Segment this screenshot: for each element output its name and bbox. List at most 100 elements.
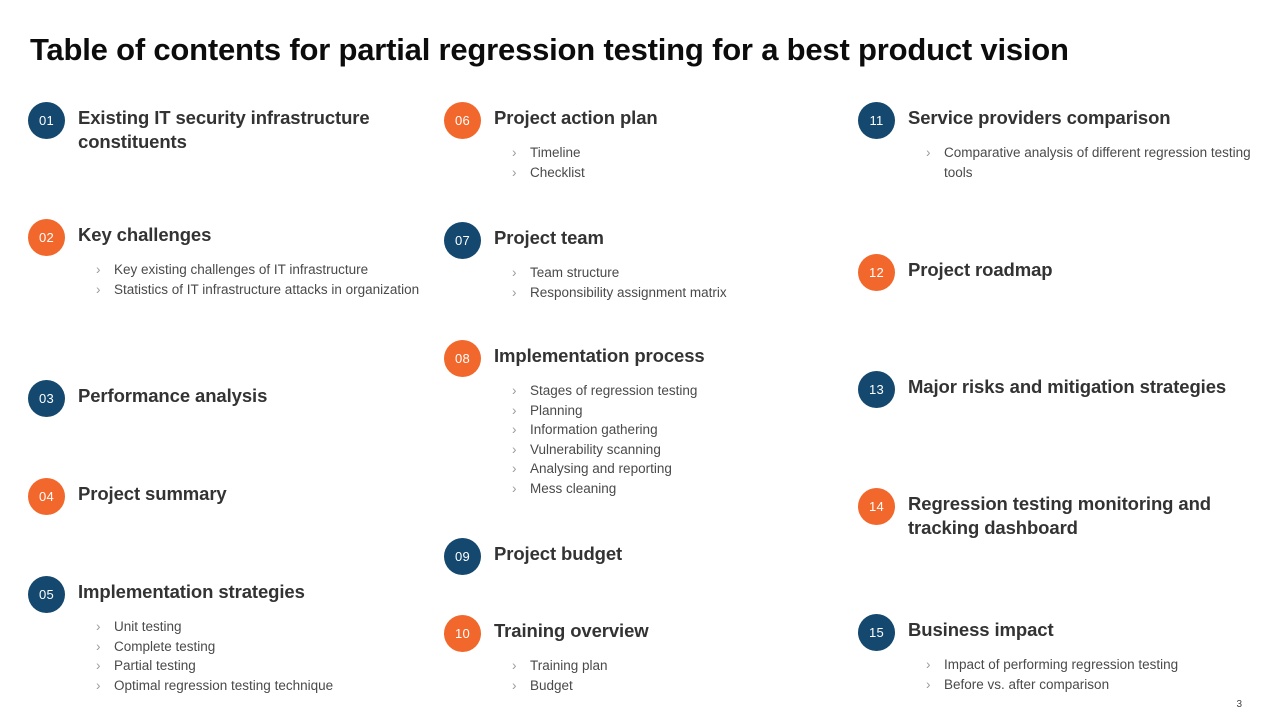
toc-sub-item-label: Team structure [530,265,620,280]
toc-number-badge: 02 [28,219,65,256]
toc-sub-item[interactable]: › Team structure [512,263,844,283]
toc-sub-item-label: Budget [530,677,573,693]
toc-sub-item[interactable]: ›Comparative analysis of different regre… [926,143,1258,182]
toc-sub-item-label: Analysing and reporting [530,461,672,477]
toc-sub-item[interactable]: ›Complete testing [96,637,428,657]
chevron-right-icon: › [96,658,101,674]
toc-sub-item[interactable]: ›Checklist [512,163,844,183]
toc-item-14[interactable]: 14 Regression testing monitoring and trac… [858,488,1258,539]
toc-sub-item-label: Unit testing [114,619,182,634]
chevron-right-icon: › [512,284,517,300]
toc-sub-item-label: Checklist [530,164,585,180]
toc-item-header: 03 Performance analysis [28,380,428,418]
toc-item-title: Project team [494,227,604,248]
toc-sub-item-label: Before vs. after comparison [944,676,1110,692]
toc-sub-item[interactable]: ›Mess cleaning [512,479,844,499]
toc-item-header: 08 Implementation process [444,340,844,378]
toc-item-title: Performance analysis [78,385,268,406]
toc-item-title: Implementation process [494,345,705,366]
toc-number-badge: 12 [858,254,895,291]
toc-sub-item-label: Statistics of IT infrastructure attacks … [114,281,420,297]
toc-item-title: Service providers comparison [908,107,1171,128]
toc-sub-item-label: Training plan [530,658,608,673]
toc-sub-item[interactable]: › Before vs. after comparison [926,675,1258,695]
toc-item-02[interactable]: 02 Key challenges › Key existing challenges… [28,219,428,299]
toc-sub-item[interactable]: ›Impact of performing regression testing [926,655,1258,675]
toc-item-11[interactable]: 11 Service providers comparison ›Comparati… [858,102,1258,182]
toc-sub-item-label: Stages of regression testing [530,383,698,398]
toc-sub-list: ›Training plan›Budget [512,656,844,695]
toc-sub-item[interactable]: › Vulnerability scanning [512,440,844,460]
toc-sub-item[interactable]: ›Training plan [512,656,844,676]
chevron-right-icon: › [512,265,517,280]
toc-item-title: Key challenges [78,224,212,245]
toc-sub-item-label: Optimal regression testing technique [114,677,334,693]
page-number: 3 [1236,699,1242,710]
toc-sub-item[interactable]: ›Partial testing [96,656,428,676]
toc-sub-item[interactable]: ›Timeline [512,143,844,163]
toc-item-title: Project action plan [494,107,658,128]
toc-item-12[interactable]: 12 Project roadmap [858,254,1258,292]
toc-sub-item-label: Information gathering [530,422,658,438]
chevron-right-icon: › [926,676,931,692]
toc-sub-item[interactable]: ›Stages of regression testing [512,381,844,401]
toc-sub-item-label: Vulnerability scanning [530,441,661,457]
chevron-right-icon: › [96,281,101,297]
toc-item-header: 14 Regression testing monitoring and trac… [858,488,1258,539]
toc-sub-item[interactable]: › Statistics of IT infrastructure attacks… [96,280,428,300]
toc-sub-item-label: Impact of performing regression testing [944,657,1179,672]
toc-item-03[interactable]: 03 Performance analysis [28,380,428,418]
chevron-right-icon: › [512,422,517,438]
toc-sub-item[interactable]: ›Budget [512,676,844,696]
chevron-right-icon: › [926,145,931,160]
toc-sub-item[interactable]: › Analysing and reporting [512,459,844,479]
toc-item-title: Project roadmap [908,259,1053,280]
chevron-right-icon: › [512,441,517,457]
toc-sub-item[interactable]: ›Unit testing [96,617,428,637]
toc-item-title: Training overview [494,620,649,641]
chevron-right-icon: › [512,402,517,418]
toc-sub-list: › Key existing challenges of IT infrastru… [96,260,428,299]
toc-sub-item[interactable]: ›Optimal regression testing technique [96,676,428,696]
toc-sub-item[interactable]: › Key existing challenges of IT infrastru… [96,260,428,280]
toc-number-badge: 13 [858,371,895,408]
toc-item-header: 11 Service providers comparison [858,102,1258,140]
chevron-right-icon: › [512,480,517,496]
toc-number-badge: 08 [444,340,481,377]
toc-sub-list: ›Timeline›Checklist [512,143,844,182]
toc-sub-item[interactable]: ›Responsibility assignment matrix [512,283,844,303]
toc-item-title: Regression testing monitoring and tracki… [908,493,1211,538]
toc-number-badge: 01 [28,102,65,139]
toc-sub-item[interactable]: › Planning [512,401,844,421]
toc-number-badge: 04 [28,478,65,515]
toc-sub-item[interactable]: › Information gathering [512,420,844,440]
page-title: Table of contents for partial regression… [30,32,1069,67]
toc-sub-item-label: Key existing challenges of IT infrastruc… [114,262,369,277]
toc-item-header: 12 Project roadmap [858,254,1258,292]
chevron-right-icon: › [96,262,101,277]
chevron-right-icon: › [512,461,517,477]
toc-number-badge: 03 [28,380,65,417]
toc-number-badge: 14 [858,488,895,525]
chevron-right-icon: › [512,145,517,160]
toc-sub-item-label: Planning [530,402,583,418]
toc-number-badge: 11 [858,102,895,139]
toc-sub-list: ›Stages of regression testing›Planning›I… [512,381,844,498]
